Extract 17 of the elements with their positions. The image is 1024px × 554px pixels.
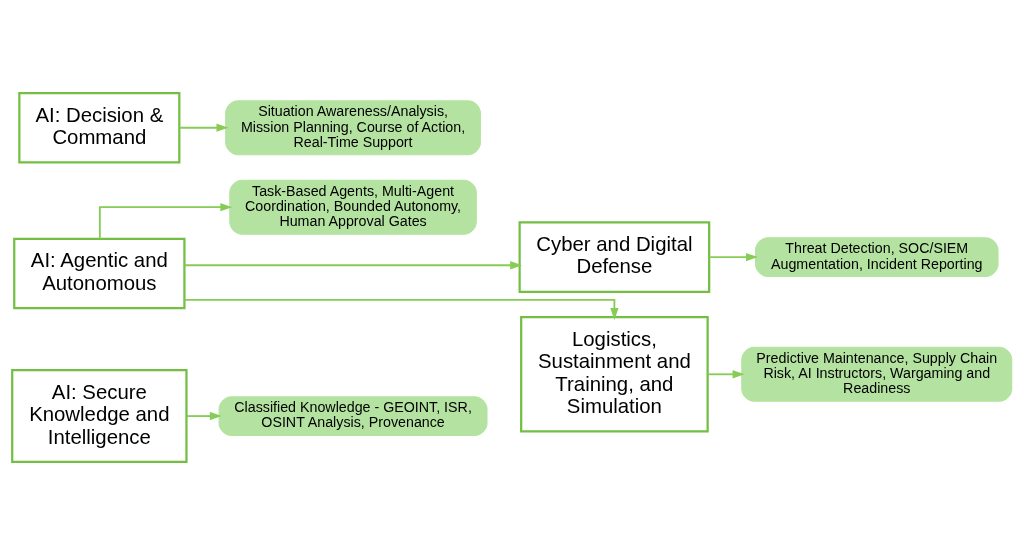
node-box: Logistics, Sustainment and Training, and Simulation bbox=[520, 315, 709, 432]
node-box: Cyber and Digital Defense bbox=[518, 220, 711, 293]
node-box: Predictive Maintenance, Supply Chain Risk, AI Instructors, Wargaming and Readiness bbox=[741, 346, 1013, 402]
arrow bbox=[178, 123, 229, 132]
node-box: AI: Decision & Command bbox=[18, 91, 181, 163]
node-box: Classified Knowledge - GEOINT, ISR, OSINT Analysis, Provenance bbox=[218, 395, 488, 436]
node-box: Task-Based Agents, Multi-Agent Coordination, Bounded Autonomy, Human Approval Gates bbox=[229, 179, 477, 235]
node-box: AI: Agentic and Autonomous bbox=[13, 237, 186, 309]
node-box: Situation Awareness/Analysis, Mission Planning, Course of Action, Real-Time Support bbox=[225, 99, 481, 155]
arrow bbox=[708, 252, 758, 261]
node-box: AI: Secure Knowledge and Intelligence bbox=[11, 368, 188, 463]
node-box: Threat Detection, SOC/SIEM Augmentation, Incident Reporting bbox=[755, 236, 999, 277]
arrow bbox=[185, 411, 222, 420]
arrow bbox=[706, 369, 745, 378]
arrow bbox=[183, 260, 523, 269]
arrow bbox=[183, 298, 619, 320]
arrow bbox=[98, 202, 233, 240]
